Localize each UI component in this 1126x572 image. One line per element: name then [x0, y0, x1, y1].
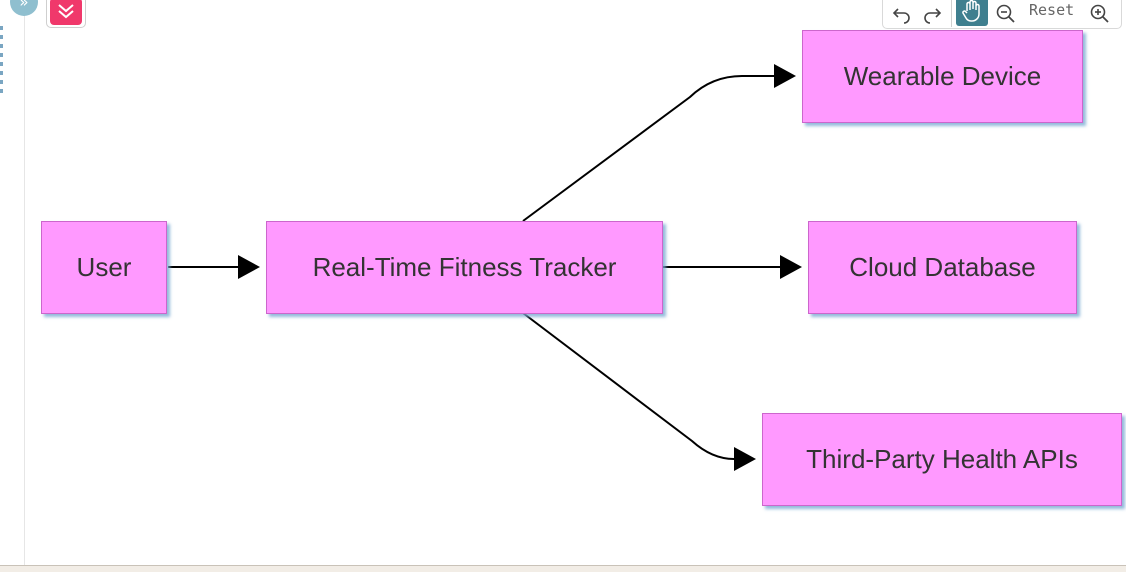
arrowhead [734, 447, 756, 471]
node-label: Real-Time Fitness Tracker [312, 252, 617, 282]
node-label: Third-Party Health APIs [806, 444, 1078, 474]
zoom-out-button[interactable] [993, 1, 1019, 27]
redo-button[interactable] [919, 1, 945, 27]
left-rail [0, 0, 25, 565]
node-user[interactable]: User [41, 221, 167, 314]
edge-user-to-tracker [168, 255, 260, 279]
diagram-toolbar: Reset [882, 0, 1122, 29]
node-cloud-database[interactable]: Cloud Database [808, 221, 1077, 314]
redo-icon [924, 8, 942, 24]
reset-button[interactable]: Reset [1029, 1, 1075, 19]
bottom-scroll-edge [0, 565, 1126, 572]
edge-tracker-to-cloud [663, 255, 802, 279]
pan-tool-button[interactable] [956, 0, 988, 26]
node-third-party-health-apis[interactable]: Third-Party Health APIs [762, 413, 1122, 506]
node-label: User [76, 252, 132, 282]
edge-tracker-to-wearable [522, 64, 796, 222]
app-logo-button[interactable] [46, 0, 86, 28]
node-real-time-fitness-tracker[interactable]: Real-Time Fitness Tracker [266, 221, 663, 314]
hand-icon [962, 0, 980, 22]
undo-icon [892, 8, 910, 24]
arrowhead [780, 255, 802, 279]
undo-button[interactable] [889, 1, 915, 27]
arrowhead [238, 255, 260, 279]
expand-sidebar-button[interactable]: » [10, 0, 38, 16]
edge-tracker-to-apis [522, 312, 756, 471]
double-chevron-down-icon [50, 0, 82, 25]
zoom-in-icon [1090, 4, 1109, 23]
node-label: Cloud Database [849, 252, 1036, 282]
node-wearable-device[interactable]: Wearable Device [802, 30, 1083, 123]
node-label: Wearable Device [843, 61, 1042, 91]
double-chevron-right-icon: » [19, 0, 29, 11]
zoom-in-button[interactable] [1087, 1, 1113, 27]
arrowhead [774, 64, 796, 88]
zoom-out-icon [996, 4, 1015, 23]
toolbar-divider [951, 0, 952, 27]
rail-markers [0, 26, 3, 96]
